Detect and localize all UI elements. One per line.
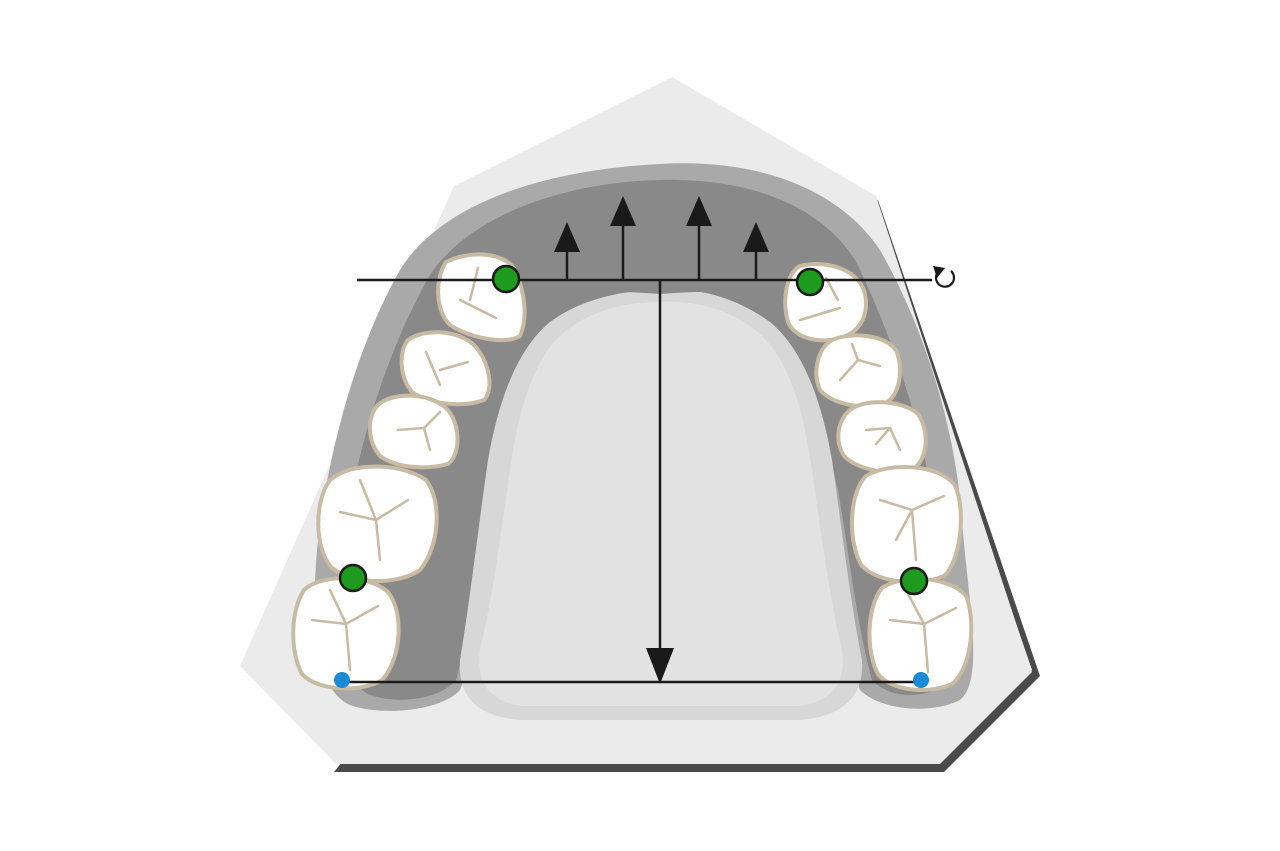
tooth-left-inner-groove-3 (396, 410, 442, 452)
tooth-left-inner-groove-4 (338, 478, 410, 562)
tooth-right-4 (849, 465, 963, 584)
reference-points (334, 264, 929, 688)
left-teeth (291, 252, 527, 691)
tooth-right-5 (867, 577, 974, 692)
tooth-right-inner-groove-3 (864, 426, 902, 452)
green-reference-point (491, 264, 521, 294)
midline-arrow (646, 280, 674, 684)
blue-reference-point (913, 672, 929, 688)
tooth-right-inner-groove-1 (798, 276, 842, 322)
expansion-arrows (554, 196, 769, 280)
arrow-up-icon (610, 196, 636, 280)
arrow-up-icon (554, 222, 580, 280)
tooth-right-inner-groove-4 (878, 494, 946, 562)
right-teeth (783, 262, 974, 692)
tooth-right-2 (814, 333, 902, 409)
arrow-down-icon (646, 648, 674, 684)
tooth-right-inner-groove-5 (888, 588, 958, 674)
tooth-left-inner-groove-1 (458, 266, 498, 320)
tooth-left-3 (368, 393, 460, 470)
anterior-recess (520, 180, 800, 297)
green-reference-point (795, 267, 825, 297)
green-reference-point (338, 563, 368, 593)
blue-reference-point (334, 672, 350, 688)
arrow-up-icon (743, 222, 769, 280)
tooth-left-inner-groove-5 (310, 588, 380, 672)
rotate-ccw-icon (933, 266, 956, 288)
tooth-right-inner-groove-2 (838, 342, 882, 382)
tooth-left-inner-groove-2 (424, 350, 470, 387)
green-reference-point (899, 566, 929, 596)
arrow-up-icon (686, 196, 712, 280)
